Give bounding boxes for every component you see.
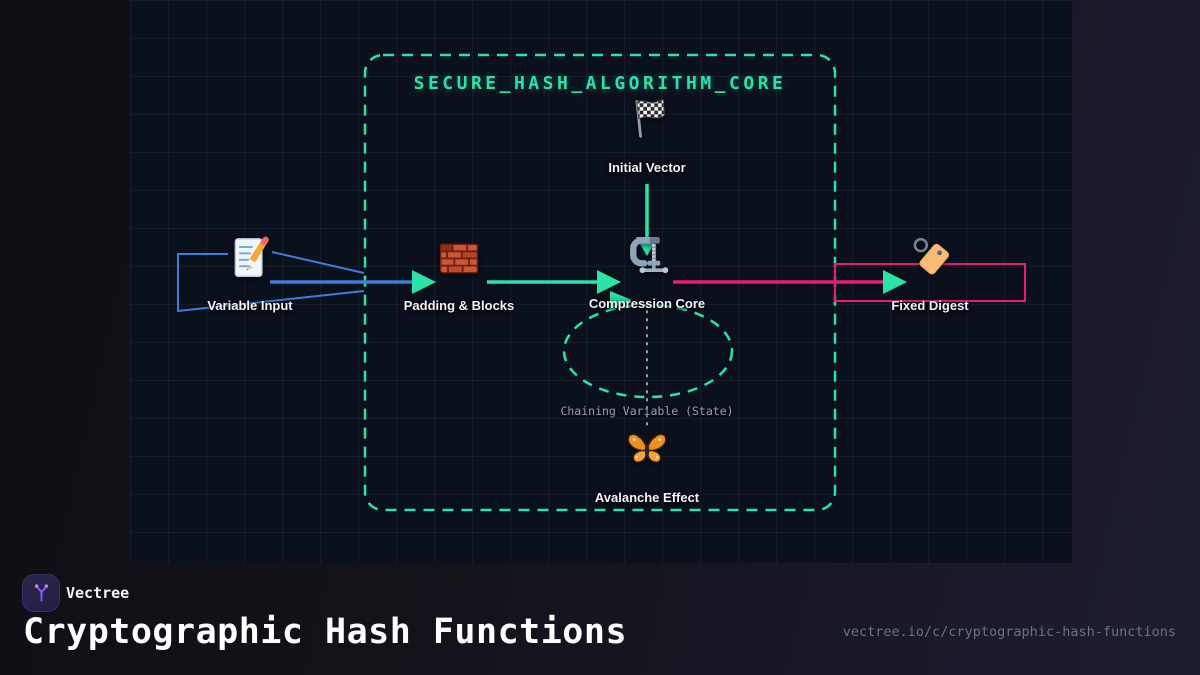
node-label: Initial Vector	[608, 160, 686, 175]
node-compression-core: Compression Core	[557, 234, 737, 311]
brick-icon	[439, 243, 479, 274]
page-title: Cryptographic Hash Functions	[23, 612, 628, 652]
node-variable-input: Variable Input	[160, 236, 340, 313]
node-avalanche-effect: Avalanche Effect	[557, 426, 737, 505]
node-initial-vector: Initial Vector	[557, 96, 737, 175]
node-fixed-digest: Fixed Digest	[840, 236, 1020, 313]
footer-url: vectree.io/c/cryptographic-hash-function…	[842, 624, 1176, 640]
tag-icon	[913, 237, 950, 275]
butterfly-icon	[627, 433, 667, 463]
core-title: SECURE_HASH_ALGORITHM_CORE	[413, 73, 787, 94]
node-label: Variable Input	[207, 298, 293, 313]
node-label: Padding & Blocks	[403, 298, 515, 313]
node-label: Compression Core	[588, 296, 706, 311]
checkered-flag-icon	[635, 99, 665, 138]
vectree-logo	[22, 574, 60, 612]
clamp-icon	[630, 237, 669, 274]
node-label: Avalanche Effect	[594, 490, 700, 505]
brand-name: Vectree	[66, 584, 130, 602]
memo-icon	[234, 236, 269, 278]
chaining-variable-label: Chaining Variable (State)	[560, 404, 734, 418]
node-padding-blocks: Padding & Blocks	[369, 236, 549, 313]
node-label: Fixed Digest	[891, 298, 969, 313]
vectree-branch-icon	[34, 583, 48, 602]
